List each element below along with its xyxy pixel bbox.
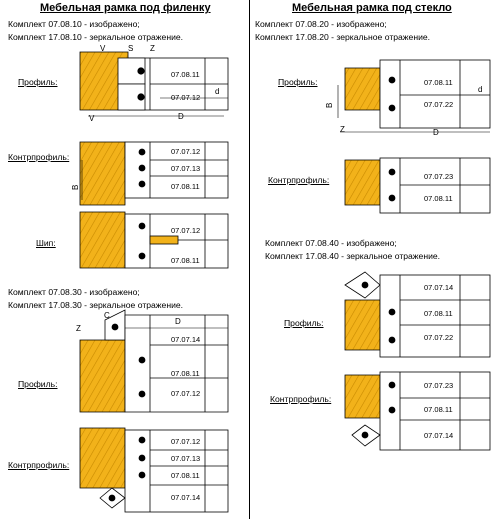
left-tenon-drawing [79,211,229,269]
left-counter2-label: Контрпрофиль: [8,460,70,470]
code-l-c1-top: 07.07.12 [171,147,200,156]
code-l-c1-mid: 07.07.13 [171,164,200,173]
dim-l2-z: Z [76,324,81,333]
left-kit2: Комплект 07.08.30 - изображено; Комплект… [8,286,183,312]
dim-r-z: Z [340,125,345,134]
code-r-p1-top: 07.08.11 [424,78,453,87]
right-profile1-drawing [337,59,491,133]
right-kit2-line1: Комплект 07.08.40 - изображено; [265,238,397,248]
dim-r-b: B [325,103,334,108]
code-r-p2-c: 07.07.22 [424,333,453,342]
right-profile2-drawing [344,271,491,358]
code-l-t-bot: 07.08.11 [171,256,200,265]
right-kit2-line2: Комплект 17.08.40 - зеркальное отражение… [265,251,441,261]
left-profile2-label: Профиль: [18,379,58,389]
dim-l2-c: C [104,311,110,320]
right-kit1-line2: Комплект 17.08.20 - зеркальное отражение… [255,32,431,42]
code-r-p2-a: 07.07.14 [424,283,453,292]
code-l-c2-d: 07.07.14 [171,493,200,502]
dim-l-z: Z [150,44,155,53]
code-r-c2-c: 07.07.14 [424,431,453,440]
right-counter1-drawing [344,157,491,214]
right-counter2-drawing [344,371,491,451]
right-counter1-label: Контрпрофиль: [268,175,330,185]
dim-l-b: B [71,185,80,190]
code-r-c2-b: 07.08.11 [424,405,453,414]
left-counter1-label: Контрпрофиль: [8,152,70,162]
left-kit2-line2: Комплект 17.08.30 - зеркальное отражение… [8,300,184,310]
code-l-c1-bot: 07.08.11 [171,182,200,191]
code-r-c1-bot: 07.08.11 [424,194,453,203]
right-counter2-label: Контрпрофиль: [270,394,332,404]
code-l-c2-a: 07.07.12 [171,437,200,446]
left-profile1-label: Профиль: [18,77,58,87]
left-kit1: Комплект 07.08.10 - изображено; Комплект… [8,18,183,44]
left-tenon-label: Шип: [36,238,56,248]
code-l-c2-c: 07.08.11 [171,471,200,480]
right-profile2-label: Профиль: [284,318,324,328]
code-l-p2-c: 07.07.12 [171,389,200,398]
code-r-p2-b: 07.08.11 [424,309,453,318]
left-counter2-drawing [79,427,229,513]
left-profile1-drawing [79,51,229,117]
right-kit1-line1: Комплект 07.08.20 - изображено; [255,19,387,29]
right-profile1-label: Профиль: [278,77,318,87]
dim-l-v-bot: V [89,114,95,123]
left-title: Мебельная рамка под филенку [40,2,211,14]
code-l-p1-bot: 07.07.12 [171,93,200,102]
code-l-p1-top: 07.08.11 [171,70,200,79]
dim-l-v-top: V [100,44,106,53]
left-kit1-line2: Комплект 17.08.10 - зеркальное отражение… [8,32,184,42]
right-title: Мебельная рамка под стекло [292,2,452,14]
dim-r-small-d: d [478,85,482,94]
right-kit1: Комплект 07.08.20 - изображено; Комплект… [255,18,430,44]
column-divider [249,0,250,519]
left-counter1-drawing [79,141,229,206]
code-r-c1-top: 07.07.23 [424,172,453,181]
left-kit2-line1: Комплект 07.08.30 - изображено; [8,287,140,297]
code-l-p2-a: 07.07.14 [171,335,200,344]
dim-r-d: D [433,128,439,137]
code-r-c2-a: 07.07.23 [424,381,453,390]
left-kit1-line1: Комплект 07.08.10 - изображено; [8,19,140,29]
left-profile2-drawing [79,309,229,413]
dim-l-s: S [128,44,133,53]
dim-l2-d: D [175,317,181,326]
code-l-c2-b: 07.07.13 [171,454,200,463]
right-kit2: Комплект 07.08.40 - изображено; Комплект… [265,237,440,263]
code-l-p2-b: 07.08.11 [171,369,200,378]
dim-l-d: D [178,112,184,121]
dim-l-small-d: d [215,87,219,96]
code-r-p1-bot: 07.07.22 [424,100,453,109]
code-l-t-top: 07.07.12 [171,226,200,235]
